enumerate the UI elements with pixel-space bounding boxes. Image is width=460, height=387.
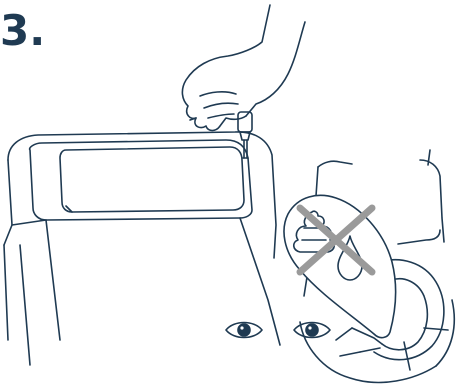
eye-icon: [226, 323, 262, 338]
callout-bubble: [284, 195, 396, 337]
eye-icon: [294, 323, 330, 338]
